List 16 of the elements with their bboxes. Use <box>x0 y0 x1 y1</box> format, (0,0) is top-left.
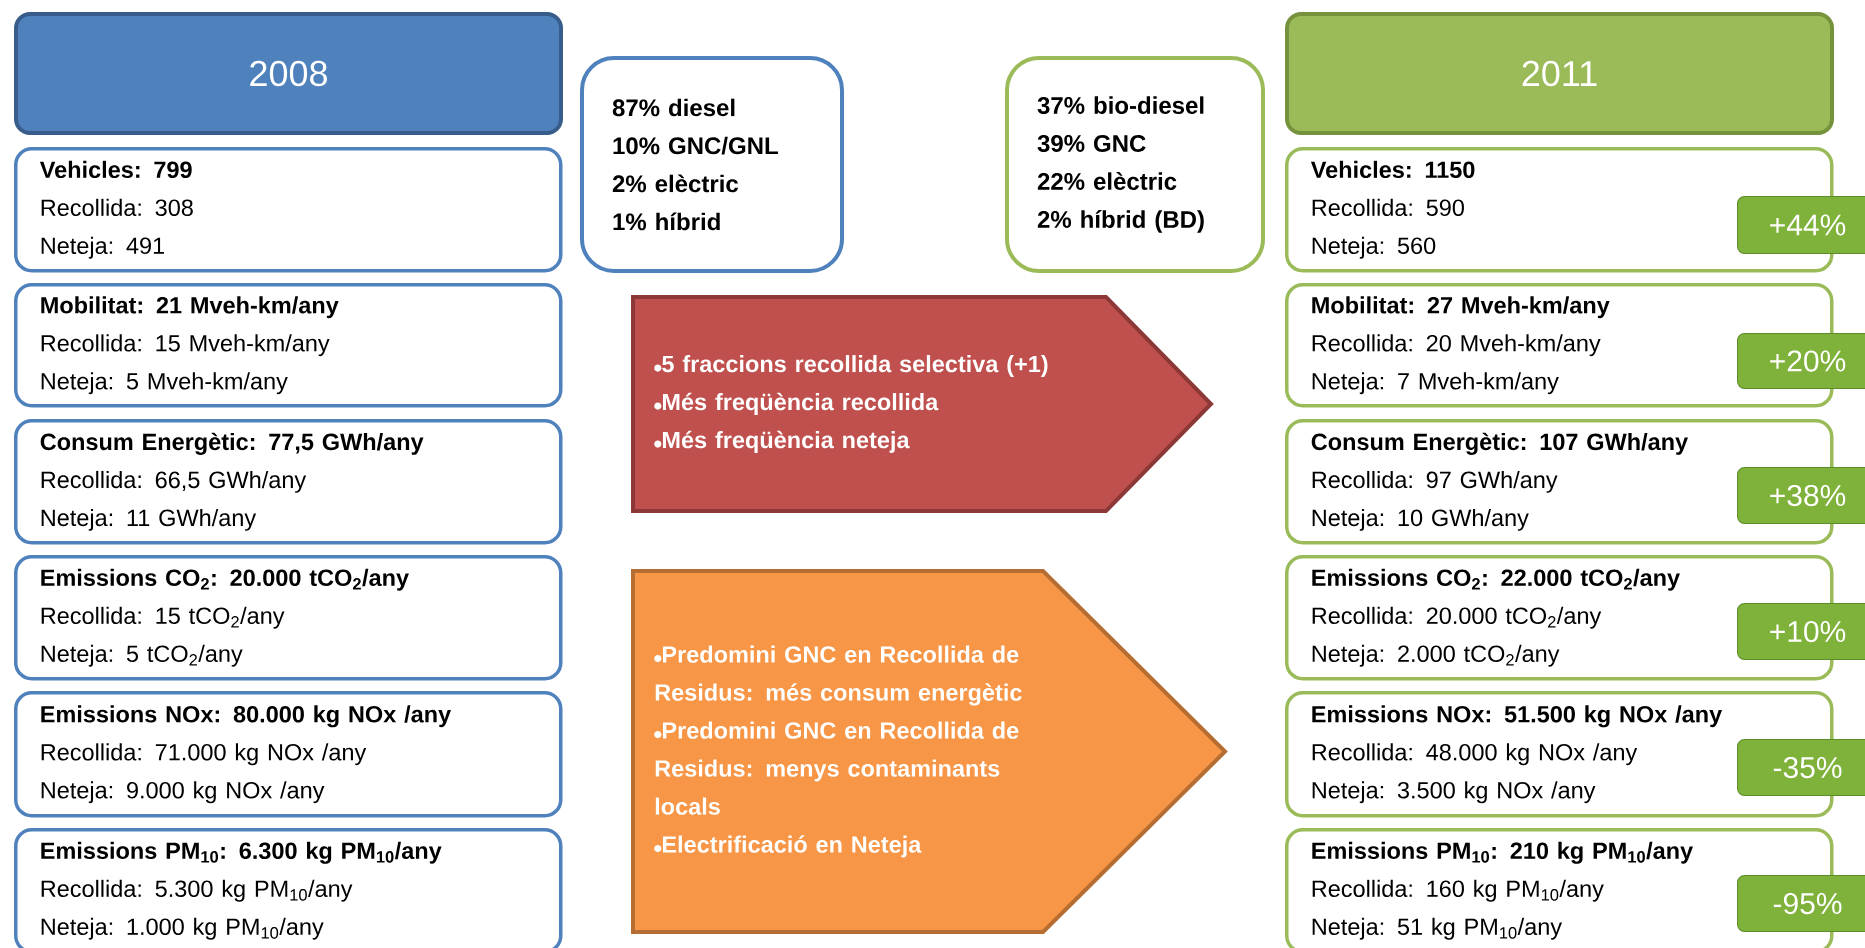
data-box: Vehicles: 799 Recollida: 308 Neteja: 491 <box>14 147 563 273</box>
fuel-mix-box: 37% bio-diesel 39% GNC 22% elèctric 2% híbrid (BD) <box>1005 56 1265 273</box>
percent-badge: -35% <box>1737 739 1865 796</box>
data-box: Consum Energètic: 77,5 GWh/any Recollida: 66,5 GWh/any Neteja: 11 GWh/any <box>14 419 563 545</box>
percent-badge: -95% <box>1737 875 1865 932</box>
data-box: Emissions NOx: 80.000 kg NOx /any Recollida: 71.000 kg NOx /any Neteja: 9.000 kg NOx /any <box>14 691 563 818</box>
year-header: 2008 <box>14 12 563 135</box>
percent-badge: +44% <box>1737 196 1865 254</box>
percent-badge: +38% <box>1737 467 1865 524</box>
data-box: Emissions CO$_{2}$: 20.000 tCO$_{2}$/any Recollida: 15 tCO$_{2}$/any Neteja: 5 tCO$_{2}$/any <box>14 555 563 681</box>
year-header: 2011 <box>1285 12 1834 135</box>
percent-badge: +20% <box>1737 333 1865 389</box>
percent-badge: +10% <box>1737 603 1865 660</box>
data-box: Mobilitat: 21 Mveh-km/any Recollida: 15 Mveh-km/any Neteja: 5 Mveh-km/any <box>14 283 563 408</box>
fuel-mix-box: 87% diesel 10% GNC/GNL 2% elèctric 1% híbrid <box>580 56 844 273</box>
data-box: Emissions PM$_{10}$: 6.300 kg PM$_{10}$/any Recollida: 5.300 kg PM$_{10}$/any Neteja: 1.000 kg PM$_{10}$/any <box>14 828 563 948</box>
